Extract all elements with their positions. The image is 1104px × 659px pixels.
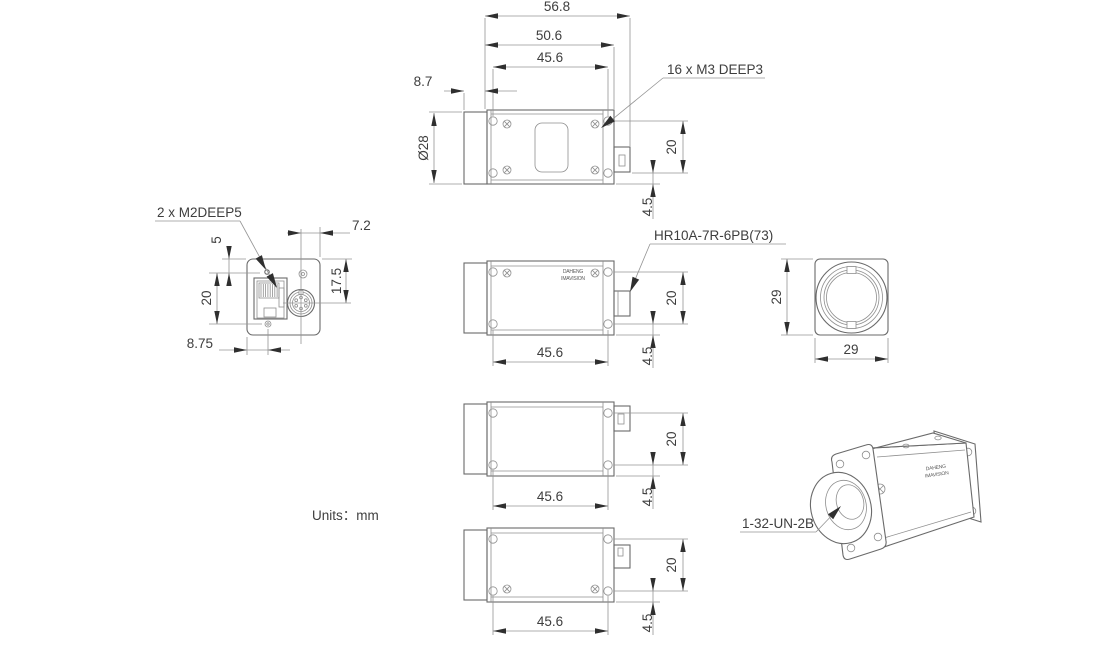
ethernet-jack-icon	[253, 277, 288, 320]
screw-icons	[502, 584, 600, 594]
dim-edge-offset: 4.5	[640, 198, 655, 217]
io-connector-block	[613, 544, 631, 569]
callout-top-screws: 16 x M3 DEEP3	[667, 62, 763, 77]
units-note: Units：mm	[312, 508, 379, 523]
dim-edge-offset: 4.5	[640, 488, 655, 507]
side-view-b: 45.6 20 4.5	[463, 401, 688, 510]
side-view-a: DAHENG IMAVISION 45.6 20 4.5 HR10A-7R-6P…	[463, 228, 786, 368]
dim-total-length: 56.8	[544, 0, 570, 14]
dim-body-length: 50.6	[536, 28, 562, 43]
brand-logo: DAHENG IMAVISION	[925, 464, 950, 480]
side-c-dimensions: 45.6 20 4.5	[492, 538, 688, 635]
lens-barrel-outline	[463, 403, 488, 475]
dim-conn-depth: 17.5	[329, 268, 344, 294]
top-view-body	[463, 109, 631, 185]
dim-hole-span: 45.6	[537, 50, 563, 65]
dim-hole-to-top: 5	[209, 236, 224, 244]
dim-hole-height: 20	[664, 557, 679, 572]
io-connector-block	[613, 405, 631, 432]
mounting-holes	[488, 116, 613, 178]
lens-mount-icon	[815, 261, 888, 334]
top-recess-outline	[534, 122, 569, 173]
front-view: 29 29	[769, 258, 889, 363]
brand-logo-line2: IMAVISION	[561, 276, 585, 282]
rear-panel-outline	[246, 258, 321, 336]
iso-callout: 1-32-UN-2B	[740, 503, 844, 533]
camera-body-outline	[486, 401, 615, 477]
dim-lens-protrusion: 8.7	[414, 74, 433, 89]
callout-rear-screws: 2 x M2DEEP5	[157, 205, 242, 220]
io-connector-block	[613, 146, 631, 173]
dim-hole-span: 45.6	[537, 345, 563, 360]
lens-mount-icon	[809, 471, 873, 545]
dim-hole-span: 45.6	[537, 614, 563, 629]
dim-edge-offset: 4.5	[640, 614, 655, 633]
dim-lens-diameter: Ø28	[416, 135, 431, 161]
dim-width: 29	[843, 342, 858, 357]
rear-view-dimensions: 7.2 5 20 17.5 8.75 2 x	[155, 205, 371, 355]
dim-height: 29	[769, 289, 784, 304]
brand-logo-line2: IMAVISION	[925, 470, 950, 479]
dim-edge-offset: 4.5	[640, 347, 655, 366]
dim-hole-to-side: 8.75	[187, 336, 213, 351]
dim-rear-hole-span: 20	[199, 290, 214, 305]
dim-conn-to-edge: 7.2	[352, 218, 371, 233]
top-view-dimensions: 56.8 50.6 45.6 8.7 Ø28 20	[414, 0, 765, 219]
lens-barrel-outline	[463, 111, 488, 185]
brand-logo: DAHENG IMAVISION	[561, 269, 585, 282]
top-view: 56.8 50.6 45.6 8.7 Ø28 20	[414, 0, 765, 219]
side-b-dimensions: 45.6 20 4.5	[492, 412, 688, 510]
dim-hole-height: 20	[664, 431, 679, 446]
lens-barrel-outline	[463, 262, 488, 334]
side-a-dimensions: 45.6 20 4.5 HR10A-7R-6PB(73)	[492, 228, 786, 368]
dim-hole-height: 20	[664, 139, 679, 154]
dim-hole-height: 20	[664, 290, 679, 305]
isometric-view: DAHENG IMAVISION 1-32-UN-2B	[740, 430, 982, 561]
brand-logo-line1: DAHENG	[925, 464, 946, 473]
lens-barrel-outline	[463, 529, 488, 601]
dim-hole-span: 45.6	[537, 489, 563, 504]
screw-icons	[502, 119, 600, 175]
side-view-c: 45.6 20 4.5	[463, 527, 688, 635]
camera-body-outline	[486, 109, 615, 185]
camera-body-outline	[486, 527, 615, 603]
brand-logo-line1: DAHENG	[563, 269, 584, 275]
side-face	[871, 442, 975, 548]
front-view-dimensions: 29 29	[769, 258, 889, 363]
callout-io-connector: HR10A-7R-6PB(73)	[654, 228, 773, 243]
front-face-outline	[814, 258, 889, 336]
screw-icons	[502, 268, 600, 278]
io-connector-block	[613, 290, 631, 317]
rear-view: 7.2 5 20 17.5 8.75 2 x	[155, 205, 371, 355]
callout-lens-thread: 1-32-UN-2B	[742, 516, 814, 531]
